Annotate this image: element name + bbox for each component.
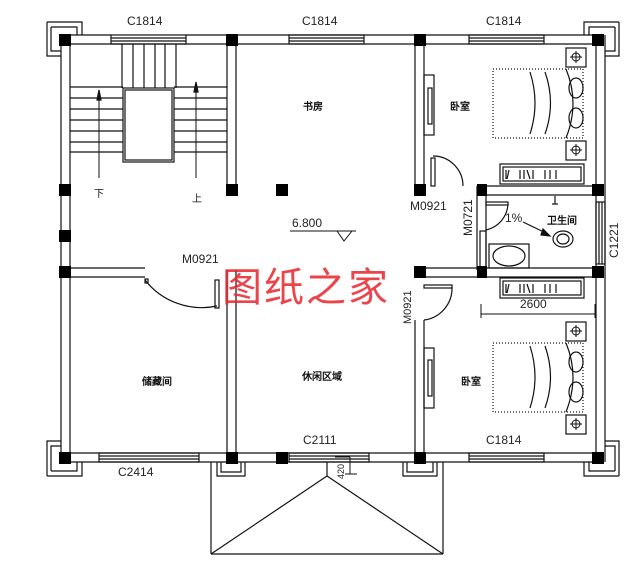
window-top-right: [468, 34, 545, 45]
window-top-left: [110, 34, 187, 45]
bed-north: [492, 47, 587, 161]
staircase: [70, 44, 227, 178]
door-storage: [144, 278, 220, 309]
window-label-bottom-left: C2414: [118, 465, 154, 479]
dimension-2600: [480, 304, 596, 318]
room-label-lounge: 休闲区域: [302, 372, 342, 383]
stair-up-arrow-icon: [193, 81, 199, 93]
balcony: [210, 456, 444, 555]
door-bedroom-south: [423, 284, 453, 321]
stair-down-arrow-icon: [96, 89, 102, 101]
door-label-bedroom-north: M0921: [410, 199, 447, 213]
room-label-storage: 储藏间: [142, 377, 172, 388]
wardrobe-north: [499, 163, 585, 185]
window-label-top-left: C1814: [127, 14, 163, 28]
window-bottom-left: [98, 452, 200, 463]
dimension-label-bath-width: 2600: [520, 297, 547, 311]
bed-south: [492, 321, 587, 435]
outer-walls: [60, 34, 606, 463]
room-label-bedroom-north: 卧室: [450, 102, 470, 113]
window-label-bottom-middle: C2111: [303, 433, 337, 447]
dimension-label-balcony: 420: [336, 463, 346, 479]
room-label-study: 书房: [303, 102, 323, 113]
window-top-middle: [288, 34, 365, 45]
door-label-bedroom-south: M0921: [402, 290, 414, 324]
door-bedroom-north: [430, 155, 464, 187]
structural-columns: [59, 34, 604, 464]
window-bottom-right: [468, 452, 545, 463]
stair-down-label: 下: [94, 189, 104, 200]
window-label-bottom-right: C1814: [486, 433, 522, 447]
slope-arrow-icon: [540, 227, 552, 237]
corner-ornaments: [46, 21, 620, 477]
watermark-text: 图纸之家: [222, 265, 390, 311]
wardrobe-south: [499, 277, 585, 299]
bedside-lamp-icons: [570, 51, 582, 430]
interior-walls: [70, 44, 596, 453]
floor-elevation-label: 6.800: [292, 216, 323, 230]
window-label-top-middle: C1814: [302, 14, 338, 28]
window-label-right-bathroom: C1221: [607, 222, 621, 258]
bathroom-fixtures: [488, 196, 574, 269]
room-label-bedroom-south: 卧室: [461, 377, 481, 388]
window-bottom-middle: [288, 452, 370, 463]
door-label-bathroom: M0721: [461, 199, 475, 236]
stair-up-label: 上: [192, 194, 202, 205]
window-right-bathroom: [595, 201, 606, 265]
elevation-marker: [290, 230, 356, 242]
door-label-storage: M0921: [182, 252, 219, 266]
window-label-top-right: C1814: [486, 14, 522, 28]
room-label-bathroom: 卫生间: [547, 216, 577, 227]
slope-label: 1%: [505, 211, 523, 225]
